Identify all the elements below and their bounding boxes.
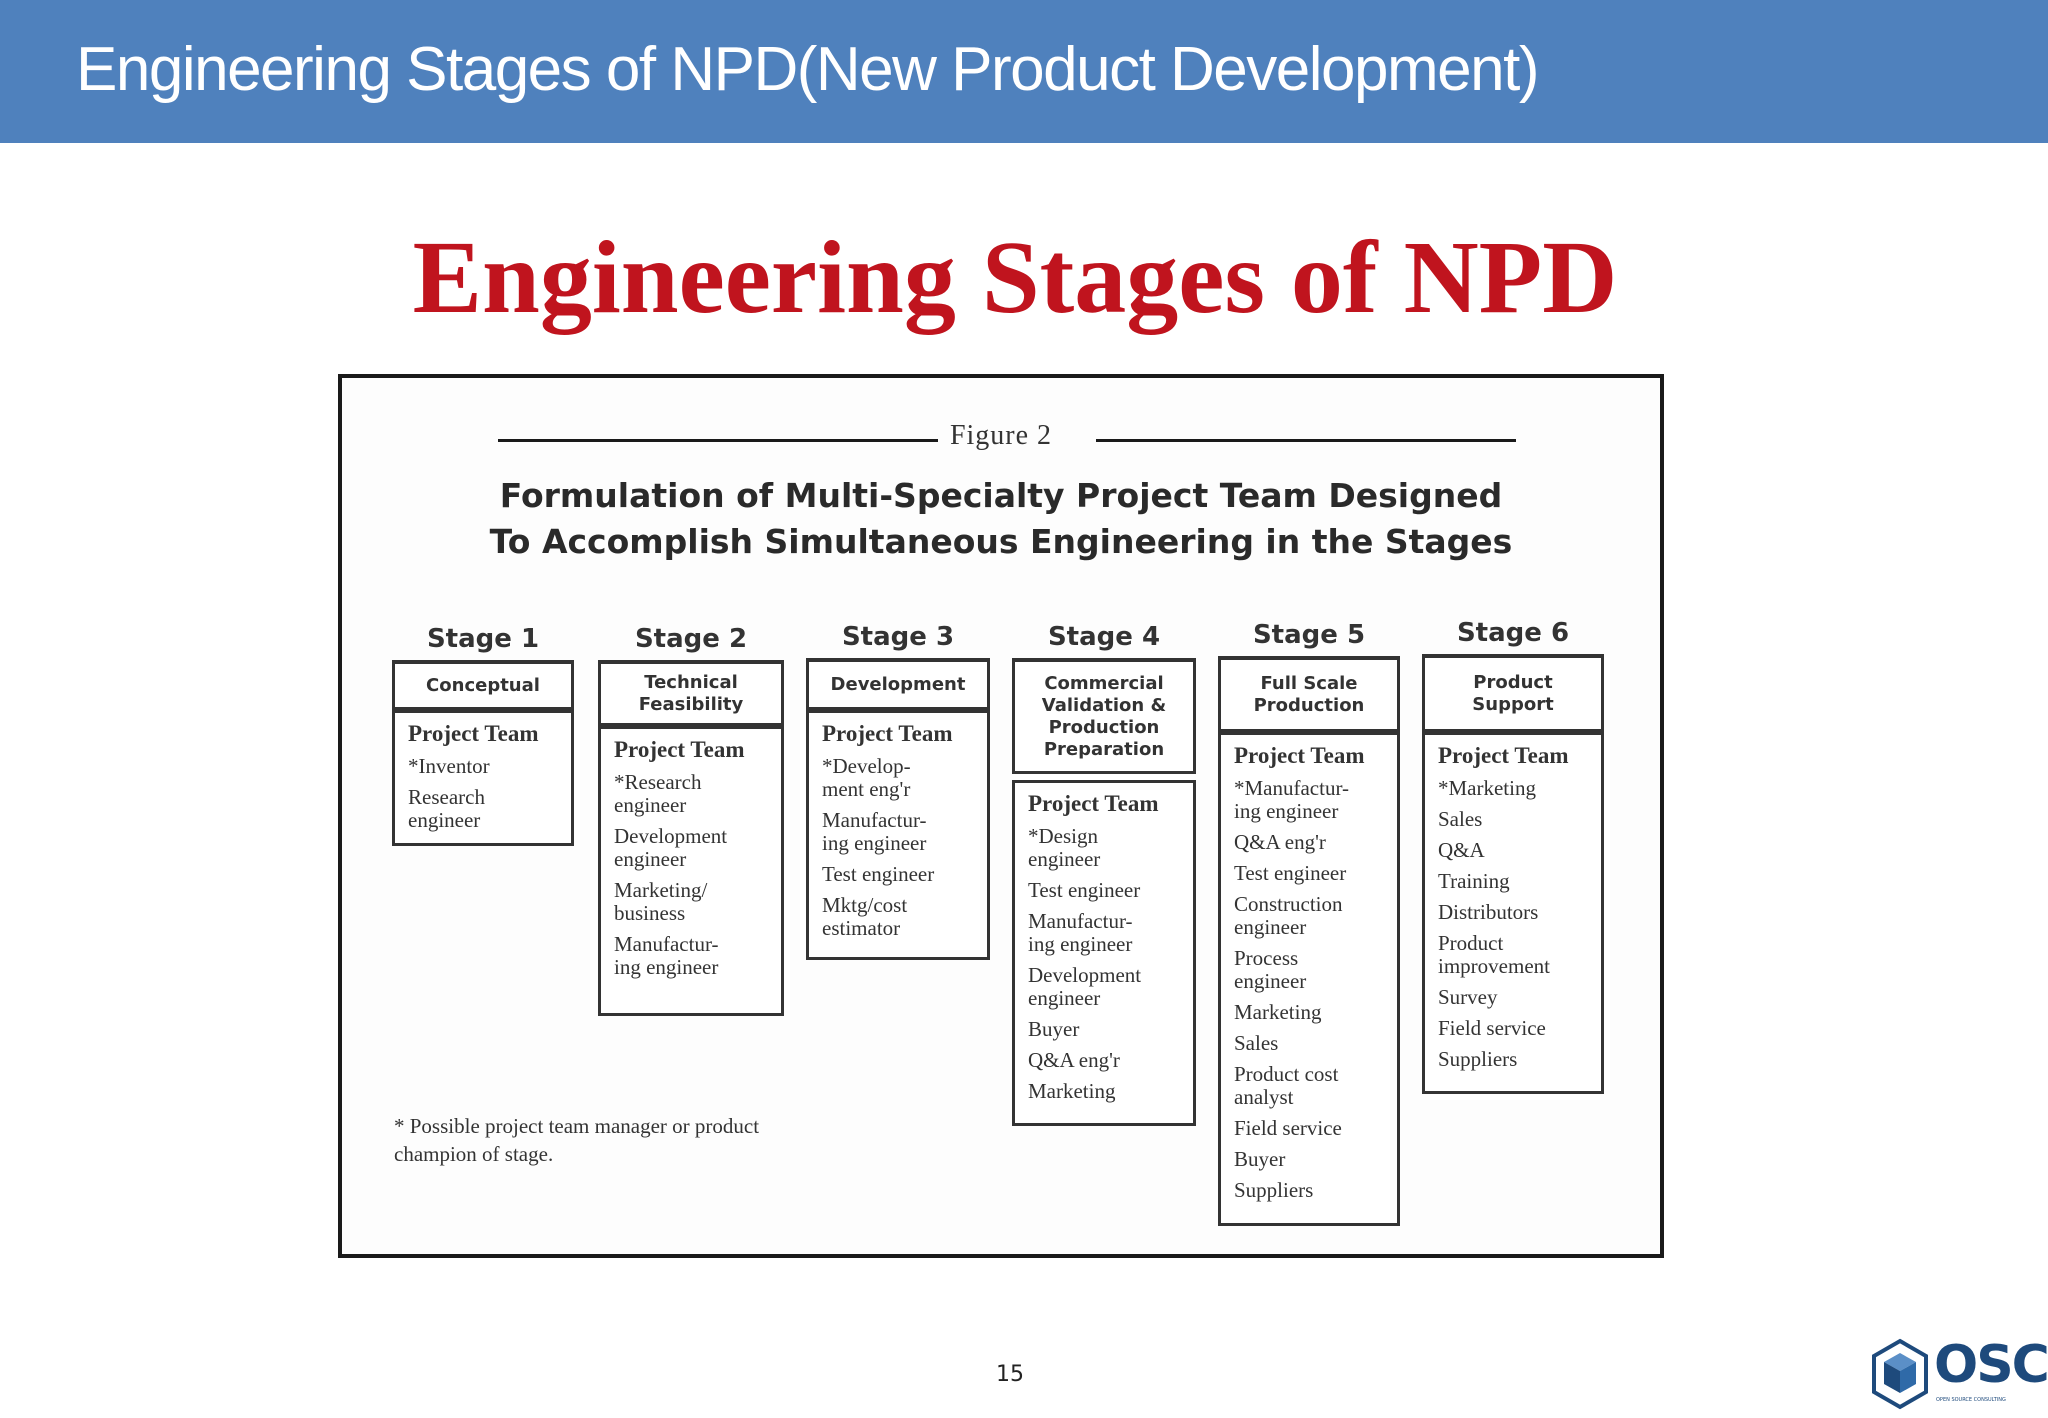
team-member: Manufactur- ing engineer xyxy=(614,932,719,979)
team-member: *Design engineer xyxy=(1028,824,1101,871)
osc-logo: OSC OPEN SOURCE CONSULTING xyxy=(1870,1335,2048,1413)
stage-title: Stage 2 xyxy=(634,624,748,654)
project-team-heading: Project Team xyxy=(408,721,539,746)
team-member: Sales xyxy=(1438,807,1483,831)
team-member: Manufactur- ing engineer xyxy=(1028,909,1133,956)
team-member: *Marketing xyxy=(1438,776,1536,800)
team-member: Suppliers xyxy=(1438,1047,1518,1071)
hexagon-cube-icon xyxy=(1872,1338,1928,1410)
team-member: Field service xyxy=(1438,1016,1546,1040)
team-member: Field service xyxy=(1234,1116,1342,1140)
project-team-heading: Project Team xyxy=(614,737,745,762)
team-member: Q&A eng'r xyxy=(1234,830,1326,854)
team-member: Development engineer xyxy=(1028,963,1142,1010)
stage-phase: Commercial Validation & Production Prepa… xyxy=(1012,658,1196,774)
team-member: Marketing/ business xyxy=(614,878,708,925)
team-member: *Research engineer xyxy=(614,770,702,817)
team-member: Q&A xyxy=(1438,838,1485,862)
team-member: Buyer xyxy=(1028,1017,1080,1041)
team-member: Process engineer xyxy=(1234,946,1307,993)
stage-title: Stage 5 xyxy=(1252,620,1366,650)
team-member: Mktg/cost estimator xyxy=(822,893,908,940)
team-member: Product improvement xyxy=(1438,931,1550,978)
team-member: *Inventor xyxy=(408,754,490,778)
team-member: Manufactur- ing engineer xyxy=(822,808,927,855)
stage-phase: Technical Feasibility xyxy=(598,660,784,726)
team-member: Test engineer xyxy=(822,862,935,886)
team-member: Product cost analyst xyxy=(1234,1062,1339,1109)
team-member: Survey xyxy=(1438,985,1498,1009)
stage-phase: Full Scale Production xyxy=(1218,656,1400,732)
stage-phase: Development xyxy=(806,658,990,710)
stage-title: Stage 3 xyxy=(841,622,955,652)
stage-phase: Product Support xyxy=(1422,654,1604,732)
team-member: *Develop- ment eng'r xyxy=(822,754,911,801)
project-team-box: Project Team *Design engineer Test engin… xyxy=(1012,780,1196,1126)
stage-title: Stage 1 xyxy=(426,624,540,654)
figure-heading-line1: Formulation of Multi-Specialty Project T… xyxy=(499,476,1503,515)
team-member: Sales xyxy=(1234,1031,1279,1055)
project-team-heading: Project Team xyxy=(1028,791,1159,816)
team-member: Development engineer xyxy=(614,824,728,871)
logo-text: OSC xyxy=(1934,1335,2048,1395)
project-team-heading: Project Team xyxy=(1234,743,1365,768)
team-member: Distributors xyxy=(1438,900,1539,924)
team-member: Construction engineer xyxy=(1234,892,1343,939)
header-title: Engineering Stages of NPD(New Product De… xyxy=(76,35,1539,104)
team-member: Training xyxy=(1438,869,1510,893)
team-member: Q&A eng'r xyxy=(1028,1048,1120,1072)
figure-heading-line2: To Accomplish Simultaneous Engineering i… xyxy=(489,522,1513,561)
page-number: 15 xyxy=(996,1362,1024,1387)
project-team-heading: Project Team xyxy=(1438,743,1569,768)
project-team-box: Project Team *Develop- ment eng'r Manufa… xyxy=(806,710,990,960)
team-member: *Manufactur- ing engineer xyxy=(1234,776,1350,823)
figure-label: Figure 2 xyxy=(949,420,1053,451)
project-team-box: Project Team *Research engineer Developm… xyxy=(598,726,784,1016)
slide-title: Engineering Stages of NPD xyxy=(412,220,1618,335)
team-member: Buyer xyxy=(1234,1147,1286,1171)
team-member: Test engineer xyxy=(1234,861,1347,885)
team-member: Test engineer xyxy=(1028,878,1141,902)
team-member: Marketing xyxy=(1028,1079,1116,1103)
team-member: Suppliers xyxy=(1234,1178,1314,1202)
stage-title: Stage 6 xyxy=(1456,618,1570,648)
team-member: Research engineer xyxy=(408,785,485,832)
project-team-box: Project Team *Inventor Research engineer xyxy=(392,710,574,846)
project-team-box: Project Team *Manufactur- ing engineer Q… xyxy=(1218,732,1400,1226)
stage-phase: Conceptual xyxy=(392,660,574,710)
stage-title: Stage 4 xyxy=(1047,622,1161,652)
header-bar: Engineering Stages of NPD(New Product De… xyxy=(0,0,2048,143)
figure-rule-left xyxy=(498,439,938,442)
team-member: Marketing xyxy=(1234,1000,1322,1024)
project-team-box: Project Team *Marketing Sales Q&A Traini… xyxy=(1422,732,1604,1094)
figure-rule-right xyxy=(1096,439,1516,442)
figure-footnote: * Possible project team manager or produ… xyxy=(394,1114,760,1166)
logo-tagline: OPEN SOURCE CONSULTING xyxy=(1936,1397,2006,1403)
project-team-heading: Project Team xyxy=(822,721,953,746)
figure-frame: Figure 2 Formulation of Multi-Specialty … xyxy=(338,374,1664,1258)
